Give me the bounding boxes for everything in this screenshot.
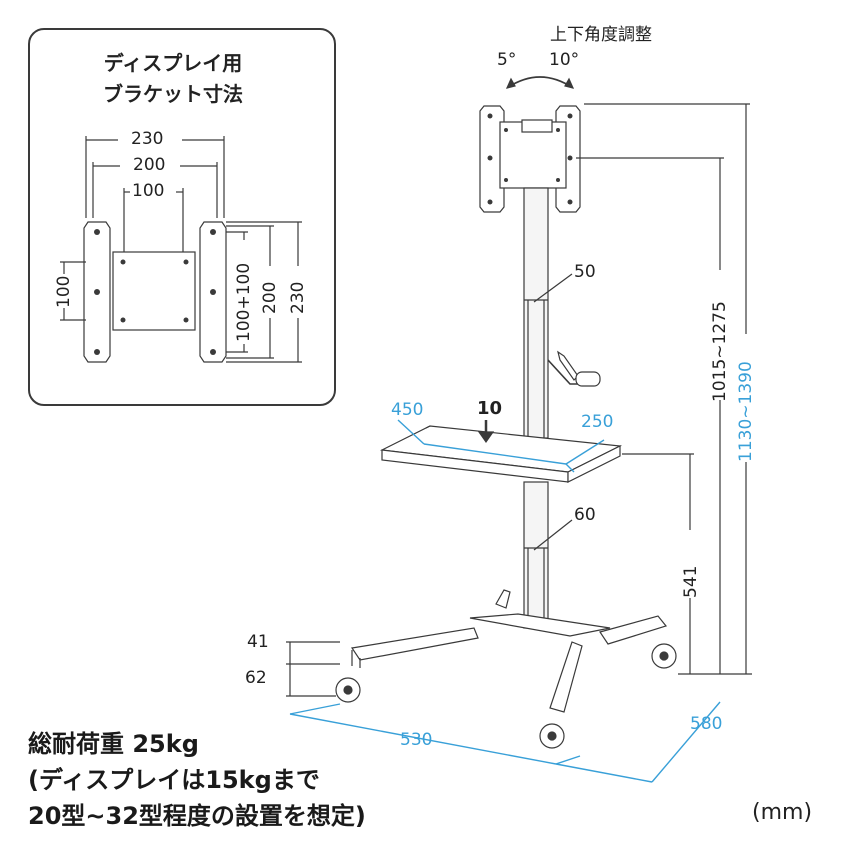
bracket-title-line2: ブラケット寸法 xyxy=(103,82,243,106)
caster-62-label: 62 xyxy=(245,668,267,688)
spec-size-line: 20型~32型程度の設置を想定) xyxy=(28,802,366,830)
unit-label: (mm) xyxy=(752,800,813,825)
pole-lower-size: 60 xyxy=(574,505,596,525)
spec-display-line: (ディスプレイは15kgまで xyxy=(28,766,320,794)
bracket-inset-frame xyxy=(28,28,336,406)
shelf-load-label: 10 xyxy=(477,398,503,419)
pole-upper-size: 50 xyxy=(574,262,596,282)
tilt-10-label: 10° xyxy=(549,50,580,70)
dim-230-top: 230 xyxy=(131,129,164,149)
dim-200-top: 200 xyxy=(133,155,166,175)
dim-200-right: 200 xyxy=(260,281,280,314)
bracket-drawing xyxy=(60,136,302,363)
dim-100-top: 100 xyxy=(132,181,165,201)
height-range-1: 1015~1275 xyxy=(710,301,730,402)
caster-41-label: 41 xyxy=(247,632,269,652)
stand-drawing xyxy=(286,76,752,749)
base-dimensions xyxy=(289,701,721,783)
shelf-dimensions xyxy=(397,419,605,473)
dim-100-plus-100: 100+100 xyxy=(234,262,254,342)
shelf-height-label: 541 xyxy=(681,565,701,598)
base-530-label: 530 xyxy=(400,730,433,750)
dim-100-left: 100 xyxy=(54,275,74,308)
base-580-label: 580 xyxy=(690,714,723,734)
tilt-5-label: 5° xyxy=(497,50,517,70)
bracket-title-line1: ディスプレイ用 xyxy=(103,51,243,75)
spec-load-line: 総耐荷重 25kg xyxy=(28,730,199,758)
shelf-width-label: 450 xyxy=(391,400,424,420)
shelf-depth-label: 250 xyxy=(581,412,614,432)
tilt-adjust-label: 上下角度調整 xyxy=(550,25,652,45)
dim-230-right: 230 xyxy=(288,281,308,314)
bracket-inset-title: ディスプレイ用 ブラケット寸法 xyxy=(58,48,288,110)
height-range-2: 1130~1390 xyxy=(736,361,756,462)
